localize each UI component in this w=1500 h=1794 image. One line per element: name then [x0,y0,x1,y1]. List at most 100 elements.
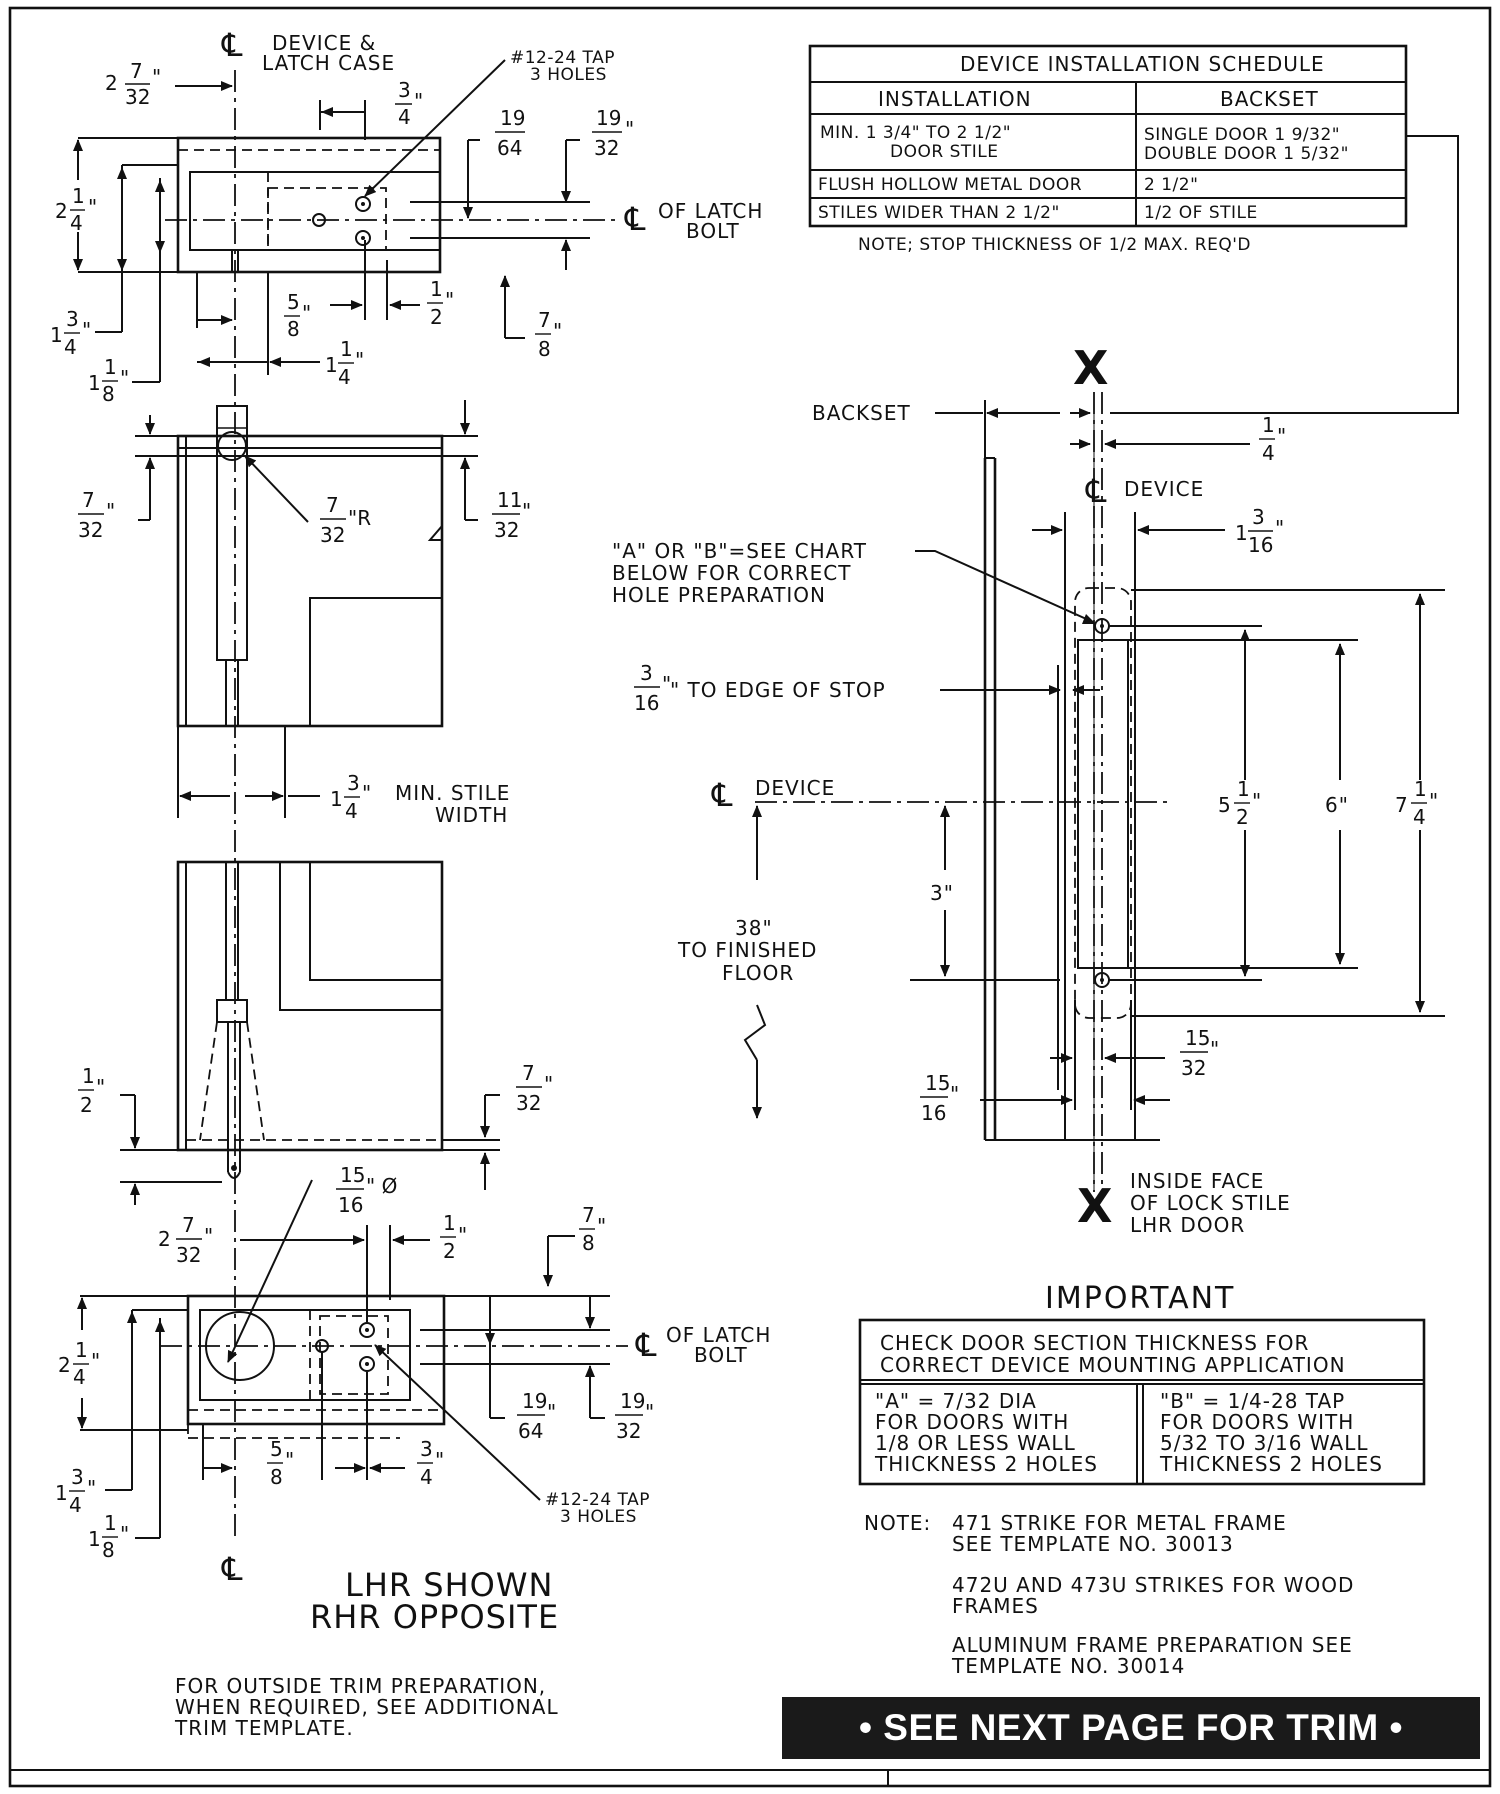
cl-device-symbol-top: ℄ [1085,472,1109,510]
svg-text:": " [204,1224,213,1248]
sheet-border [8,6,1492,1788]
svg-text:7: 7 [182,1213,195,1237]
svg-text:1: 1 [340,337,353,361]
svg-text:1: 1 [1235,521,1248,545]
schedule-title: DEVICE INSTALLATION SCHEDULE [960,52,1325,76]
svg-text:1: 1 [330,787,343,811]
svg-text:"R: "R [348,506,371,530]
bottom-section-view: 12" 732" [78,860,553,1205]
svg-text:2: 2 [80,1093,93,1117]
svg-text:5: 5 [1218,793,1231,817]
svg-text:1: 1 [104,355,117,379]
svg-text:": " [152,65,161,89]
svg-text:": " [302,301,311,325]
svg-text:2: 2 [105,71,118,95]
svg-text:": " [458,1223,467,1247]
svg-text:": " [597,1214,606,1238]
svg-text:32: 32 [594,136,619,160]
svg-text:15: 15 [925,1071,950,1095]
svg-text:1: 1 [1414,777,1427,801]
svg-text:2: 2 [55,199,68,223]
svg-text:": " [96,1075,105,1099]
schedule-col-installation: INSTALLATION [878,87,1032,111]
svg-text:2: 2 [443,1239,456,1263]
svg-text:": " [662,672,671,696]
svg-text:19: 19 [620,1389,645,1413]
schedule-row2-installation: FLUSH HOLLOW METAL DOOR [818,175,1082,195]
svg-text:1: 1 [50,323,63,347]
svg-text:": " [1277,424,1286,448]
installation-schedule-table: DEVICE INSTALLATION SCHEDULE INSTALLATIO… [808,44,1459,414]
svg-text:16: 16 [338,1193,363,1217]
svg-text:7: 7 [582,1203,595,1227]
svg-text:7: 7 [130,59,143,83]
svg-text:16: 16 [921,1101,946,1125]
svg-text:3: 3 [420,1437,433,1461]
cl-latch-symbol-top: ℄ [624,200,648,238]
svg-text:": " [88,195,97,219]
svg-text:4: 4 [64,335,77,359]
svg-text:8: 8 [287,317,300,341]
device-label-mid: DEVICE [755,776,835,800]
svg-text:4: 4 [398,105,411,129]
svg-text:" Ø: " Ø [366,1174,397,1198]
schedule-row3-installation: STILES WIDER THAN 2 1/2" [818,203,1060,223]
schedule-col-backset: BACKSET [1220,87,1319,111]
device-label-top: DEVICE [1124,477,1204,501]
svg-text:15: 15 [340,1163,365,1187]
svg-text:": " [1429,789,1438,813]
important-box: IMPORTANT CHECK DOOR SECTION THICKNESS F… [858,1281,1426,1486]
svg-text:1: 1 [75,1338,88,1362]
svg-text:": " [445,288,454,312]
svg-text:": " [120,366,129,390]
svg-text:": " [87,1476,96,1500]
svg-text:32: 32 [1181,1056,1206,1080]
svg-text:32: 32 [616,1419,641,1443]
cl-symbol-bottom: ℄ [221,1550,245,1588]
svg-text:7: 7 [538,308,551,332]
svg-text:4: 4 [1262,441,1275,465]
svg-text:1: 1 [72,184,85,208]
svg-text:": " [522,499,531,523]
see-next-page-banner: • SEE NEXT PAGE FOR TRIM • [782,1697,1480,1759]
svg-text:": " [1275,516,1284,540]
dim-3in: 3" [930,881,954,905]
svg-text:1: 1 [88,371,101,395]
important-title: IMPORTANT [1045,1281,1235,1316]
svg-text:7: 7 [82,488,95,512]
svg-text:32: 32 [320,523,345,547]
svg-text:15: 15 [1185,1026,1210,1050]
svg-text:": " [553,319,562,343]
notes-label: NOTE: [864,1511,931,1535]
schedule-row2-backset: 2 1/2" [1144,175,1198,195]
svg-text:8: 8 [582,1231,595,1255]
svg-text:64: 64 [518,1419,543,1443]
svg-text:": " [414,89,423,113]
svg-text:1: 1 [443,1211,456,1235]
svg-text:1: 1 [88,1527,101,1551]
schedule-row1-backset: SINGLE DOOR 1 9/32"DOUBLE DOOR 1 5/32" [1144,125,1349,164]
svg-text:19: 19 [500,106,525,130]
svg-text:1: 1 [430,277,443,301]
svg-text:16: 16 [1248,533,1273,557]
device-latch-case-label: DEVICE &LATCH CASE [262,31,395,75]
svg-text:1: 1 [1237,777,1250,801]
svg-text:2: 2 [158,1227,171,1251]
schedule-note: NOTE; STOP THICKNESS OF 1/2 MAX. REQ'D [858,235,1251,255]
svg-text:4: 4 [69,1493,82,1517]
svg-text:1: 1 [1262,413,1275,437]
svg-text:": " [544,1072,553,1096]
svg-text:4: 4 [338,365,351,389]
svg-text:3: 3 [71,1465,84,1489]
svg-text:32: 32 [516,1091,541,1115]
svg-text:": " [950,1082,959,1106]
cl-latch-symbol-bottom: ℄ [635,1326,659,1364]
